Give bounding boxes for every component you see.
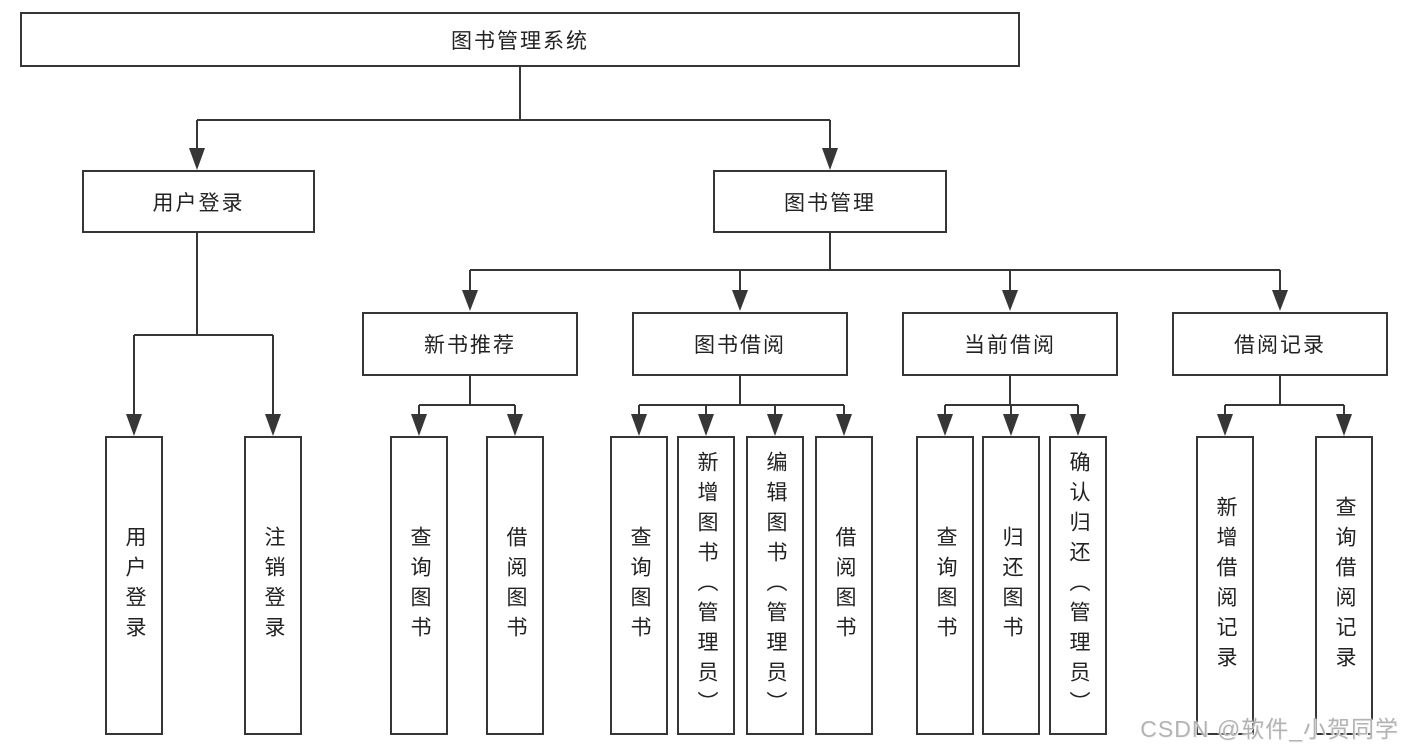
leaf-confirm-return-admin-label: 确认归还（管理员） <box>1067 450 1090 721</box>
leaf-return-books: 归还图书 <box>982 436 1040 735</box>
leaf-query-books-recommend: 查询图书 <box>390 436 448 735</box>
leaf-query-borrow-record: 查询借阅记录 <box>1315 436 1373 735</box>
leaf-query-books-recommend-label: 查询图书 <box>408 525 431 646</box>
leaf-edit-books-admin: 编辑图书（管理员） <box>746 436 804 735</box>
edge-new-book-recommend-to-leaves <box>411 376 523 436</box>
edge-book-borrow-to-leaves <box>631 376 852 436</box>
leaf-add-borrow-record: 新增借阅记录 <box>1196 436 1254 735</box>
node-book-management-label: 图书管理 <box>784 191 876 215</box>
leaf-user-login-label: 用户登录 <box>123 525 146 646</box>
leaf-query-books-current-label: 查询图书 <box>934 525 957 646</box>
edge-current-borrow-to-leaves <box>937 376 1086 436</box>
node-book-borrow: 图书借阅 <box>632 312 848 376</box>
leaf-borrow-books-label: 借阅图书 <box>833 525 856 646</box>
leaf-query-borrow-record-label: 查询借阅记录 <box>1333 495 1356 676</box>
leaf-add-borrow-record-label: 新增借阅记录 <box>1214 495 1237 676</box>
leaf-logout-label: 注销登录 <box>262 525 285 646</box>
leaf-logout: 注销登录 <box>244 436 302 735</box>
node-user-login: 用户登录 <box>82 170 315 233</box>
leaf-query-books-current: 查询图书 <box>916 436 974 735</box>
node-book-borrow-label: 图书借阅 <box>694 334 786 357</box>
leaf-add-books-admin: 新增图书（管理员） <box>677 436 735 735</box>
node-root-label: 图书管理系统 <box>451 29 589 53</box>
leaf-confirm-return-admin: 确认归还（管理员） <box>1049 436 1107 735</box>
edge-user-login-to-leaves <box>126 233 281 436</box>
node-new-book-recommend-label: 新书推荐 <box>424 334 516 357</box>
leaf-borrow-books-recommend-label: 借阅图书 <box>504 525 527 646</box>
leaf-return-books-label: 归还图书 <box>1000 525 1023 646</box>
leaf-query-books-borrow-label: 查询图书 <box>628 525 651 646</box>
node-borrow-records-label: 借阅记录 <box>1234 334 1326 357</box>
leaf-query-books-borrow: 查询图书 <box>610 436 668 735</box>
node-user-login-label: 用户登录 <box>152 191 245 215</box>
node-new-book-recommend: 新书推荐 <box>362 312 578 376</box>
node-borrow-records: 借阅记录 <box>1172 312 1388 376</box>
csdn-watermark: CSDN @软件_小贺同学 <box>1140 716 1399 742</box>
node-root-library-management-system: 图书管理系统 <box>20 12 1020 67</box>
edge-book-management-to-level3 <box>462 233 1288 311</box>
node-current-borrow: 当前借阅 <box>902 312 1118 376</box>
leaf-borrow-books-recommend: 借阅图书 <box>486 436 544 735</box>
leaf-add-books-admin-label: 新增图书（管理员） <box>695 450 718 721</box>
edge-borrow-records-to-leaves <box>1217 376 1352 436</box>
node-current-borrow-label: 当前借阅 <box>964 334 1056 357</box>
leaf-user-login: 用户登录 <box>105 436 163 735</box>
leaf-borrow-books: 借阅图书 <box>815 436 873 735</box>
edge-root-to-level2 <box>189 67 838 170</box>
node-book-management: 图书管理 <box>713 170 947 233</box>
leaf-edit-books-admin-label: 编辑图书（管理员） <box>764 450 787 721</box>
